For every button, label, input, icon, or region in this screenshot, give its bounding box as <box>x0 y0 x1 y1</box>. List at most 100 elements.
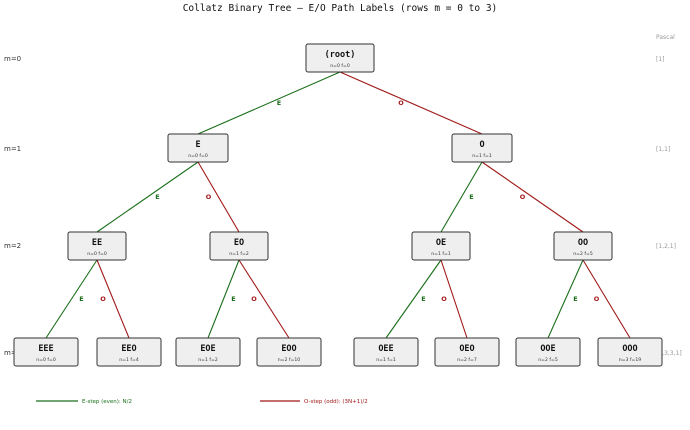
node-stats: n=0 f=0 <box>188 153 208 159</box>
node-stats: n=0 f=0 <box>87 251 107 257</box>
node-oee: OEE n=1 f=1 <box>353 337 419 367</box>
node-eoe: EOE n=1 f=2 <box>175 337 241 367</box>
edge-label-EE: E <box>155 193 159 201</box>
node-label: OOE <box>540 344 555 354</box>
node-stats: n=1 f=1 <box>472 153 492 159</box>
edge-root-O <box>339 71 483 135</box>
edge-label-OOO: O <box>594 295 600 303</box>
node-o: On=1 f=1 <box>451 133 513 163</box>
node-box <box>167 133 229 163</box>
edge-label-E: E <box>277 99 281 107</box>
edge-EO-EOE <box>207 259 240 339</box>
edge-EO-EOO <box>238 259 290 339</box>
edge-label-EEE: E <box>79 295 83 303</box>
edge-OO-OOE <box>547 259 584 339</box>
node-oe: OE n=1 f=1 <box>411 231 471 261</box>
node-label: OE <box>436 238 446 248</box>
pascal-header: Pascal <box>656 34 675 41</box>
edge-OE-OEE <box>385 259 442 339</box>
edge-label-OE: E <box>469 193 473 201</box>
node-box <box>96 337 162 367</box>
node-box <box>209 231 269 261</box>
edge-label-O: O <box>398 99 404 107</box>
edge-E-EO <box>197 161 240 233</box>
node-box <box>256 337 322 367</box>
node-eo: EO n=1 f=2 <box>209 231 269 261</box>
node-label: E <box>195 140 200 150</box>
node-stats: n=2 f=7 <box>457 357 477 363</box>
node-label: OO <box>578 238 588 248</box>
node-label: EOO <box>281 344 296 354</box>
node-eoo: EOO n=2 f=10 <box>256 337 322 367</box>
edge-E-EE <box>96 161 199 233</box>
node-stats: n=1 f=2 <box>229 251 249 257</box>
legend-even-text: E-step (even): N/2 <box>82 399 132 405</box>
node-label: OEE <box>378 344 393 354</box>
edge-label-EEO: O <box>100 295 106 303</box>
node-eee: EEE n=0 f=0 <box>13 337 79 367</box>
node-eeo: EEO n=1 f=4 <box>96 337 162 367</box>
row-labels: m=0 m=1 m=2 m=3 <box>4 55 21 357</box>
edge-label-EOO: O <box>251 295 257 303</box>
row-label-m0: m=0 <box>4 55 21 63</box>
legend: E-step (even): N/2 O-step (odd): (3N+1)/… <box>36 399 368 405</box>
edge-OE-OEO <box>440 259 468 339</box>
node-box <box>451 133 513 163</box>
node-label: (root) <box>325 50 356 60</box>
node-stats: n=1 f=1 <box>431 251 451 257</box>
edge-EE-EEO <box>96 259 130 339</box>
pascal-row-m0: [1] <box>656 56 665 63</box>
legend-odd-text: O-step (odd): (3N+1)/2 <box>304 399 368 405</box>
node-e: En=0 f=0 <box>167 133 229 163</box>
edge-label-OEO: O <box>441 295 447 303</box>
node-box <box>411 231 471 261</box>
node-stats: n=1 f=4 <box>119 357 139 363</box>
node-label: EEO <box>121 344 136 354</box>
node-stats: n=2 f=5 <box>573 251 593 257</box>
node-label: EE <box>92 238 102 248</box>
node-box <box>353 337 419 367</box>
edge-O-OO <box>481 161 584 233</box>
edge-label-EOE: E <box>231 295 235 303</box>
node-stats: n=1 f=2 <box>198 357 218 363</box>
node-stats: n=0 f=0 <box>36 357 56 363</box>
node-box <box>175 337 241 367</box>
edge-root-E <box>197 71 341 135</box>
edge-OO-OOO <box>582 259 631 339</box>
edge-label-EO: O <box>206 193 212 201</box>
node-oo: OO n=2 f=5 <box>553 231 613 261</box>
node-box <box>305 43 375 73</box>
node-label: EEE <box>38 344 53 354</box>
row-label-m1: m=1 <box>4 145 21 153</box>
node-box <box>434 337 500 367</box>
tree-edges <box>45 71 631 339</box>
diagram-title: Collatz Binary Tree — E/O Path Labels (r… <box>183 3 498 14</box>
node-box <box>13 337 79 367</box>
node-label: EO <box>234 238 244 248</box>
node-ee: EE n=0 f=0 <box>67 231 127 261</box>
pascal-row-m3: [1,3,3,1] <box>656 350 682 357</box>
pascal-column: [1] [1,1] [1,2,1] [1,3,3,1] <box>656 56 682 357</box>
pascal-row-m2: [1,2,1] <box>656 243 676 250</box>
pascal-row-m1: [1,1] <box>656 146 670 153</box>
node-stats: n=0 f=0 <box>330 63 350 69</box>
node-label: OEO <box>459 344 474 354</box>
node-label: OOO <box>622 344 637 354</box>
node-oeo: OEO n=2 f=7 <box>434 337 500 367</box>
node-stats: n=2 f=10 <box>278 357 301 363</box>
node-label: EOE <box>200 344 215 354</box>
edge-EE-EEE <box>45 259 98 339</box>
node-box <box>67 231 127 261</box>
edge-label-OEE: E <box>421 295 425 303</box>
node-box <box>515 337 581 367</box>
edge-O-OE <box>440 161 483 233</box>
node-stats: n=1 f=1 <box>376 357 396 363</box>
edge-label-OOE: E <box>573 295 577 303</box>
edge-label-OO: O <box>520 193 526 201</box>
row-label-m3: m=3 <box>4 349 21 357</box>
row-label-m2: m=2 <box>4 242 21 250</box>
